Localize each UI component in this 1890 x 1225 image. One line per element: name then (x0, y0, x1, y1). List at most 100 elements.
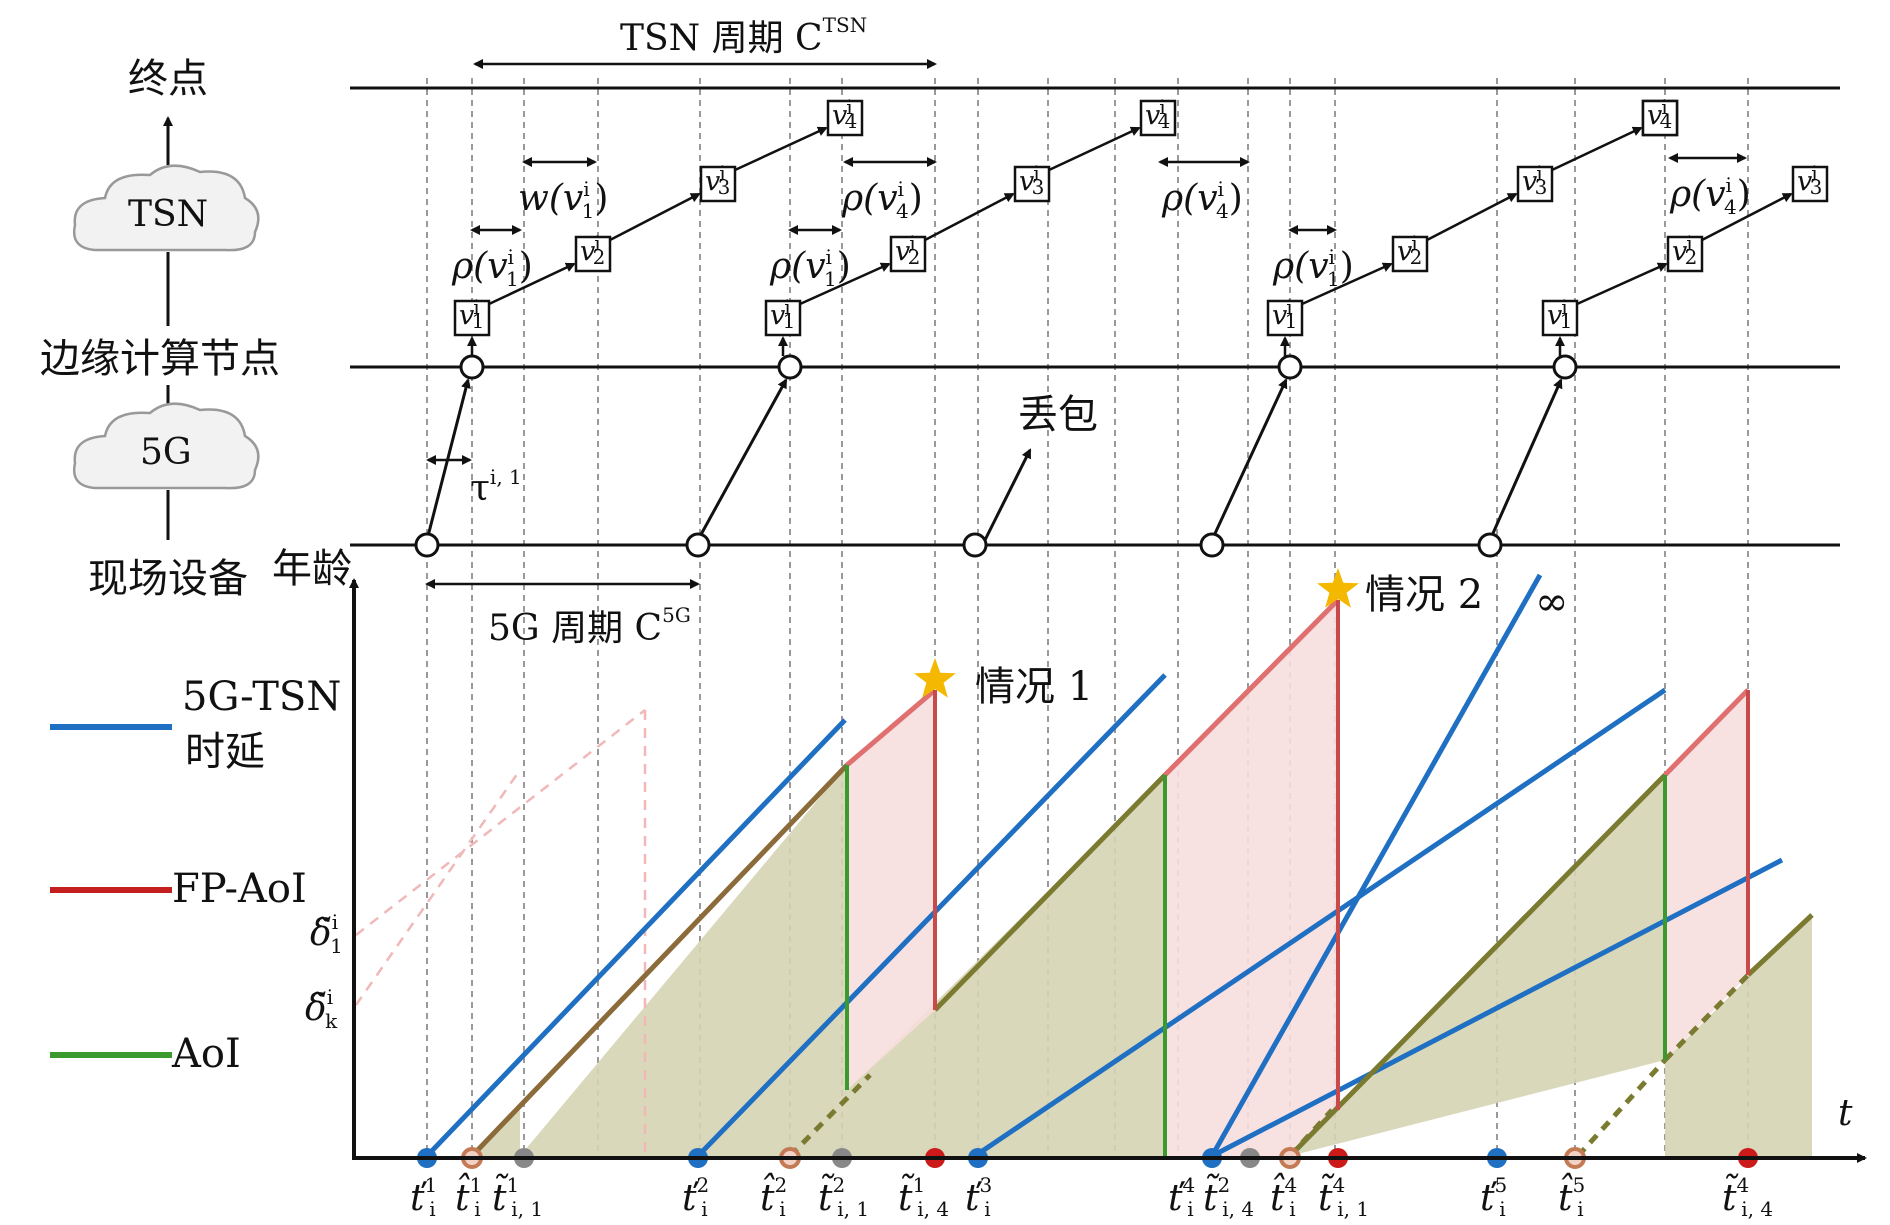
delay-line-1 (696, 673, 1167, 1158)
edge-node-0 (459, 354, 485, 380)
chain-0-v2-box (574, 235, 612, 273)
chain-0-edge-1 (609, 192, 701, 242)
aoi-dashed-4 (1663, 973, 1750, 1062)
chain-2-v2-box (1391, 235, 1429, 273)
case2-label: 情况 2 (1365, 572, 1483, 618)
fiveg-uplinks (414, 354, 1578, 558)
tsn-period-label: TSN 周期 CTSN (620, 13, 867, 59)
chain-2-v3-box (1516, 165, 1554, 203)
fiveg-period-label: 5G 周期 C5G (488, 603, 691, 649)
t-axis-label: t (1838, 1093, 1853, 1134)
legend-label-1: FP-AoI (172, 866, 307, 912)
uplink-0 (425, 378, 471, 541)
chain-0-edge-2 (734, 126, 828, 172)
aoi-dashed-3 (1576, 1058, 1667, 1158)
chain-3-v3-box (1791, 165, 1829, 203)
chain-1-edge-0 (799, 262, 891, 306)
uplink-2 (1210, 378, 1288, 541)
legend-label-2: AoI (171, 1031, 241, 1077)
edge-node-3 (1552, 354, 1578, 380)
packet-loss-arrow (983, 448, 1032, 541)
chain-3-v4-box (1641, 99, 1679, 137)
chain-0-v1-box (453, 299, 491, 337)
chain-3-edge-1 (1701, 192, 1793, 242)
field-device-node-3 (1199, 532, 1225, 558)
endpoint-label: 终点 (128, 56, 208, 102)
field-device-node-1 (685, 532, 711, 558)
age-chart (354, 573, 1814, 1169)
aoi-diag-2 (933, 773, 1167, 1012)
delay-line-0 (425, 718, 847, 1158)
tau-label: τi, 1 (470, 465, 522, 509)
case2-star (1317, 568, 1359, 608)
chain-0-edge-0 (488, 262, 576, 306)
fiveg-cloud (72, 402, 260, 490)
legend-label-0: 5G-TSN (182, 674, 341, 720)
chain-1-v2-box (889, 235, 927, 273)
chain-1-v4-box (1139, 99, 1177, 137)
aoi-fill-4 (1665, 915, 1812, 1156)
chain-1-edge-1 (924, 192, 1015, 242)
fp-legacy-2 (354, 769, 522, 1006)
infinity-label: ∞ (1535, 579, 1568, 625)
aoi-diag-3 (1288, 773, 1667, 1158)
field-label: 现场设备 (88, 556, 248, 602)
aoi-dashed-1 (788, 1073, 872, 1158)
edge-node-2 (1277, 354, 1303, 380)
case1-label: 情况 1 (975, 664, 1093, 710)
delay-line-3 (1210, 857, 1784, 1159)
aoi-diag-4 (1746, 913, 1814, 977)
tsn-node-chains: vi1vi2vi3vi4vi1vi2vi3vi4vi1vi2vi3vi4vi1v… (453, 95, 1829, 356)
chain-1-edge-2 (1048, 126, 1141, 172)
chain-0-v4-box (826, 99, 864, 137)
edge-label: 边缘计算节点 (40, 336, 280, 382)
aoi-diag-1 (470, 763, 849, 1158)
uplink-3 (1488, 378, 1563, 541)
delay-line-long (1209, 573, 1543, 1158)
field-device-node-0 (414, 532, 440, 558)
fp-line-1 (845, 688, 937, 767)
chain-1-v3-box (1013, 165, 1051, 203)
field-device-node-4 (1477, 532, 1503, 558)
chain-3-edge-0 (1576, 262, 1668, 306)
tsn-label: TSN (128, 194, 208, 235)
fp-fill-3 (1665, 690, 1748, 1060)
fp-legacy-1 (355, 709, 646, 936)
aoi-fill-2 (847, 775, 1165, 1156)
chain-2-edge-1 (1426, 192, 1518, 242)
chain-0-v3-box (699, 165, 737, 203)
